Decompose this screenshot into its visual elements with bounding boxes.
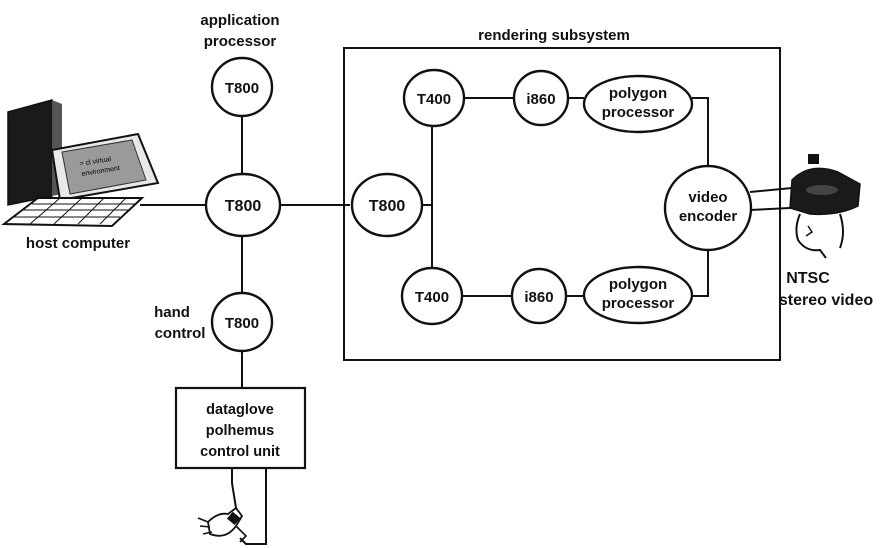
host-computer-label: host computer [26, 235, 130, 252]
node-polygon-processor-bottom-label-2: processor [602, 295, 675, 312]
application-processor-label-1: application [200, 12, 279, 29]
node-t400-bottom [400, 266, 464, 326]
host-screen-text-1: > cl virtual [79, 156, 112, 168]
node-video-encoder-label-2: encoder [679, 208, 738, 225]
control-unit-label-2: polhemus [206, 423, 274, 439]
node-app-t800 [210, 56, 274, 118]
head-mounted-display-icon [789, 154, 861, 259]
link-poly-top-encoder [692, 97, 709, 166]
control-unit-label-3: control unit [200, 444, 280, 460]
node-i860-top [512, 69, 570, 127]
control-unit-label-1: dataglove [206, 402, 274, 418]
hand-control-label-2: control [155, 325, 206, 342]
link-encoder-hmd-1 [749, 187, 793, 193]
node-polygon-processor-top-label-1: polygon [609, 85, 667, 102]
node-polygon-processor-top [582, 74, 694, 134]
link-glove-cable [231, 468, 237, 509]
link-glove-return [239, 468, 267, 545]
application-processor-label-2: processor [204, 33, 277, 50]
ntsc-label-1: NTSC [786, 270, 830, 287]
node-i860-bottom-label: i860 [524, 289, 553, 306]
host-computer-icon: > cl virtual environment [1, 99, 160, 228]
node-hub-t800 [204, 172, 282, 238]
node-t400-top [402, 68, 466, 128]
node-polygon-processor-top-label-2: processor [602, 104, 675, 121]
node-render-t800-label: T800 [369, 198, 406, 215]
ntsc-label-2: stereo video [779, 292, 873, 309]
node-hand-t800-label: T800 [225, 315, 259, 332]
control-unit-box [174, 386, 307, 470]
link-encoder-hmd-2 [749, 207, 791, 211]
node-hand-t800 [210, 291, 274, 353]
node-hub-t800-label: T800 [225, 198, 262, 215]
node-polygon-processor-bottom-label-1: polygon [609, 276, 667, 293]
node-app-t800-label: T800 [225, 80, 259, 97]
node-video-encoder-label-1: video [688, 189, 727, 206]
node-render-t800 [350, 172, 424, 238]
dataglove-hand-icon [197, 506, 248, 543]
node-i860-bottom [510, 267, 568, 325]
node-video-encoder [663, 164, 753, 252]
node-t400-bottom-label: T400 [415, 289, 449, 306]
hand-control-label-1: hand [154, 304, 190, 321]
node-i860-top-label: i860 [526, 91, 555, 108]
node-polygon-processor-bottom [582, 265, 694, 325]
node-t400-top-label: T400 [417, 91, 451, 108]
link-poly-bottom-encoder [692, 250, 709, 297]
rendering-subsystem-label: rendering subsystem [478, 27, 630, 44]
